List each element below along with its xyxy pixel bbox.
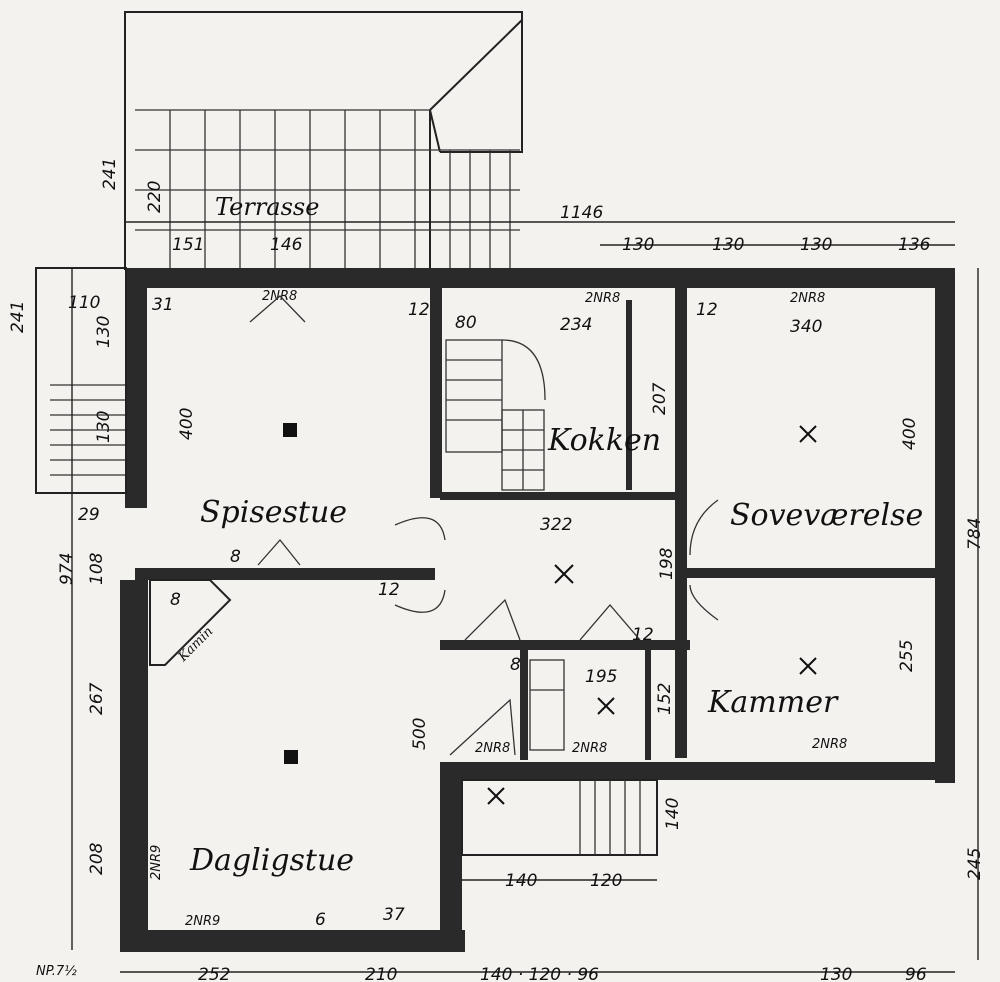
dim-hall-198: 198 [657, 547, 677, 580]
dim-daglig-37: 37 [383, 905, 405, 925]
dim-bottom-252: 252 [198, 965, 230, 982]
dim-bath-195: 195 [585, 667, 617, 687]
dim-kammer-h: 255 [897, 640, 917, 672]
ceiling-point-icon [487, 787, 505, 805]
dim-entry-80: 80 [455, 313, 477, 333]
dim-step-h: 140 [663, 798, 683, 830]
dim-top-d: 136 [898, 235, 931, 255]
dim-bed-12: 12 [696, 300, 718, 320]
window-label-bed: 2NR8 [790, 291, 825, 306]
bath-area: 8 195 152 2NR8 2NR8 [449, 655, 675, 756]
dim-bath-152: 152 [655, 683, 675, 715]
dim-kitchen-207: 207 [650, 382, 670, 415]
window-label-bath2: 2NR8 [572, 741, 607, 756]
ceiling-point-icon [799, 657, 817, 675]
hall: 322 12 198 12 [378, 499, 719, 645]
room-label-kokken: Kokken [547, 423, 661, 458]
back-steps: 140 140 120 [461, 779, 683, 891]
dim-stair-w: 110 [68, 293, 100, 313]
left-dimensions: 974 108 29 267 208 [57, 268, 107, 950]
fireplace-size: 8 [170, 590, 181, 610]
bottom-dimensions: 252 210 140 · 120 · 96 130 96 NP.7½ [36, 964, 955, 982]
terrace-area: Terrasse 241 220 151 146 [100, 11, 523, 270]
room-dagligstue: Dagligstue 500 2NR9 2NR9 6 37 [149, 718, 430, 930]
dim-left-side: 241 [8, 301, 28, 333]
window-label-kammer: 2NR8 [812, 737, 847, 752]
dim-daglig-6: 6 [315, 910, 326, 930]
top-dimensions: 1146 130 130 130 136 [125, 203, 955, 255]
dim-hall-12a: 12 [378, 580, 400, 600]
ceiling-lamp-icon [283, 423, 297, 437]
room-label-kammer: Kammer [707, 685, 839, 720]
dim-terrace-w1: 151 [172, 235, 204, 255]
dim-bottom-rest: 140 · 120 · 96 [480, 965, 599, 982]
dim-top-a: 130 [622, 235, 654, 255]
dim-left-974: 974 [57, 553, 77, 585]
dim-step-120: 120 [590, 871, 622, 891]
ceiling-lamp-icon [284, 750, 298, 764]
fireplace: Kamin 8 [149, 579, 232, 666]
dim-left-208: 208 [87, 842, 107, 875]
outer-walls [120, 268, 955, 952]
window-label-bath1: 2NR8 [475, 741, 510, 756]
dim-left-29: 29 [78, 505, 100, 525]
dim-bed-w: 340 [790, 317, 822, 337]
kitchen-counter [501, 409, 545, 491]
room-kokken: Kokken 80 12 234 207 2NR8 [408, 291, 670, 491]
dim-terrace-w2: 146 [270, 235, 303, 255]
fireplace-label: Kamin [175, 624, 216, 665]
internal-stair [445, 339, 546, 453]
dim-spis-8: 8 [230, 547, 241, 567]
dim-spis-12: 12 [408, 300, 430, 320]
room-label-spisestue: Spisestue [200, 495, 347, 530]
room-spisestue: Spisestue 400 31 2NR8 8 [152, 289, 347, 567]
dim-bed-h: 400 [900, 418, 920, 450]
dim-right-lower: 245 [965, 848, 985, 880]
dim-top-b: 130 [712, 235, 744, 255]
dim-daglig-h: 500 [410, 718, 430, 750]
window-label-kok: 2NR8 [585, 291, 620, 306]
dim-terrace-inner: 220 [145, 181, 165, 213]
window-label-daglig-bottom: 2NR9 [185, 914, 220, 929]
dim-top-c: 130 [800, 235, 832, 255]
dim-step-140: 140 [505, 871, 537, 891]
room-label-terrasse: Terrasse [215, 193, 319, 221]
room-kammer: Kammer 255 2NR8 [707, 640, 917, 752]
ceiling-point-icon [799, 425, 817, 443]
np-label: NP.7½ [36, 964, 77, 979]
dim-hall-12b: 12 [632, 625, 654, 645]
dim-terrace-depth: 241 [100, 158, 120, 190]
dim-bottom-210: 210 [365, 965, 397, 982]
window-label-daglig-side: 2NR9 [149, 845, 164, 880]
dim-stair-d: 130 [94, 316, 114, 348]
dim-kitchen-w: 234 [560, 315, 592, 335]
dim-small-8a: 8 [510, 655, 521, 675]
dim-bottom-r2: 96 [905, 965, 927, 982]
room-sovevaerelse: Soveværelse 12 340 400 2NR8 [696, 291, 923, 533]
dim-left-267: 267 [87, 682, 107, 715]
interior-walls [135, 288, 940, 760]
dim-stair-h: 130 [94, 411, 114, 443]
dim-spis-h: 400 [177, 408, 197, 440]
dim-spis-w-mark: 31 [152, 295, 174, 315]
dim-top-total: 1146 [560, 203, 603, 223]
left-entry-stair: 110 130 130 241 [8, 267, 127, 494]
dim-bottom-r1: 130 [820, 965, 852, 982]
right-dimensions: 784 245 [965, 268, 985, 960]
ceiling-point-icon [597, 697, 615, 715]
ceiling-point-icon [554, 564, 574, 584]
room-label-sovevaerelse: Soveværelse [730, 498, 923, 533]
dim-hall-w: 322 [540, 515, 572, 535]
dim-left-108: 108 [87, 552, 107, 585]
dim-right-total: 784 [965, 518, 985, 550]
room-label-dagligstue: Dagligstue [189, 843, 354, 878]
